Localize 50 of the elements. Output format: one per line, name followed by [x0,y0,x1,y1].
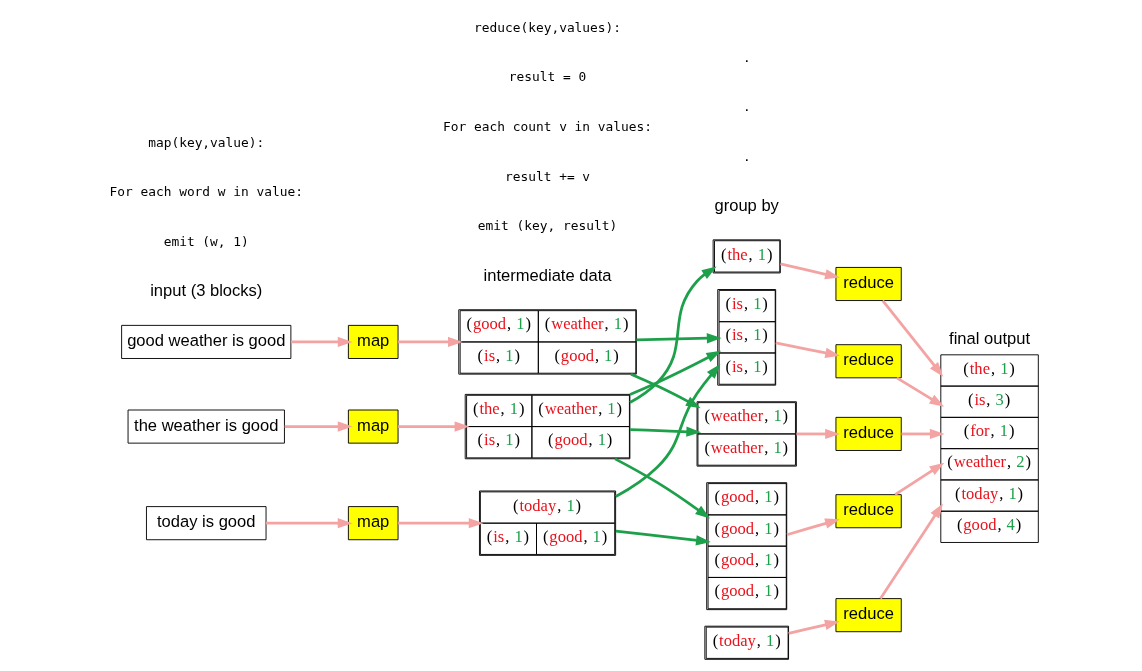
node-box: the weather is good [127,409,285,444]
label: . [744,146,750,166]
arrow [788,619,840,635]
node-box: reduce [835,266,902,301]
label: reduce(key,values): [473,19,622,35]
label: emit (key, result) [477,218,618,234]
arrow [629,266,717,404]
arrow [896,376,945,407]
arrow [786,518,840,537]
arrow [780,262,840,280]
label: For each count v in values: [443,119,653,134]
node-box: reduce [835,344,902,379]
arrow [398,421,470,432]
arrow [881,299,944,377]
arrow [894,462,945,496]
label: . [744,46,750,66]
label: For each word w in value: [109,184,304,200]
arrow [775,341,840,358]
node-box: today is good [146,506,267,541]
label: . [744,96,750,116]
node-box: reduce [835,416,902,451]
node-box: map [347,409,399,444]
arrow [630,373,701,409]
label: intermediate data [483,265,612,285]
arrow [636,333,722,344]
label: map(key,value): [148,134,265,150]
arrow [290,336,353,348]
node-box: reduce [835,598,902,633]
arrow [266,518,353,529]
label: input (3 blocks) [150,281,263,301]
arrow [398,518,484,529]
arrow [629,350,722,396]
arrow [630,426,702,437]
node-box: reduce [835,494,902,529]
node-box: good weather is good [121,324,292,359]
arrow [398,336,463,348]
label: emit (w, 1) [163,233,249,249]
node-label: final output [949,329,1031,349]
label: result += v [504,168,591,184]
arrow [615,529,711,546]
arrow [879,503,943,600]
label: result = 0 [508,69,587,85]
arrow [614,457,710,519]
arrow [615,364,721,498]
node-box: map [347,506,399,541]
label: group by [714,195,779,215]
node-box: map [347,324,399,359]
arrow [284,421,353,432]
arrow [796,428,840,440]
arrow [901,428,945,440]
